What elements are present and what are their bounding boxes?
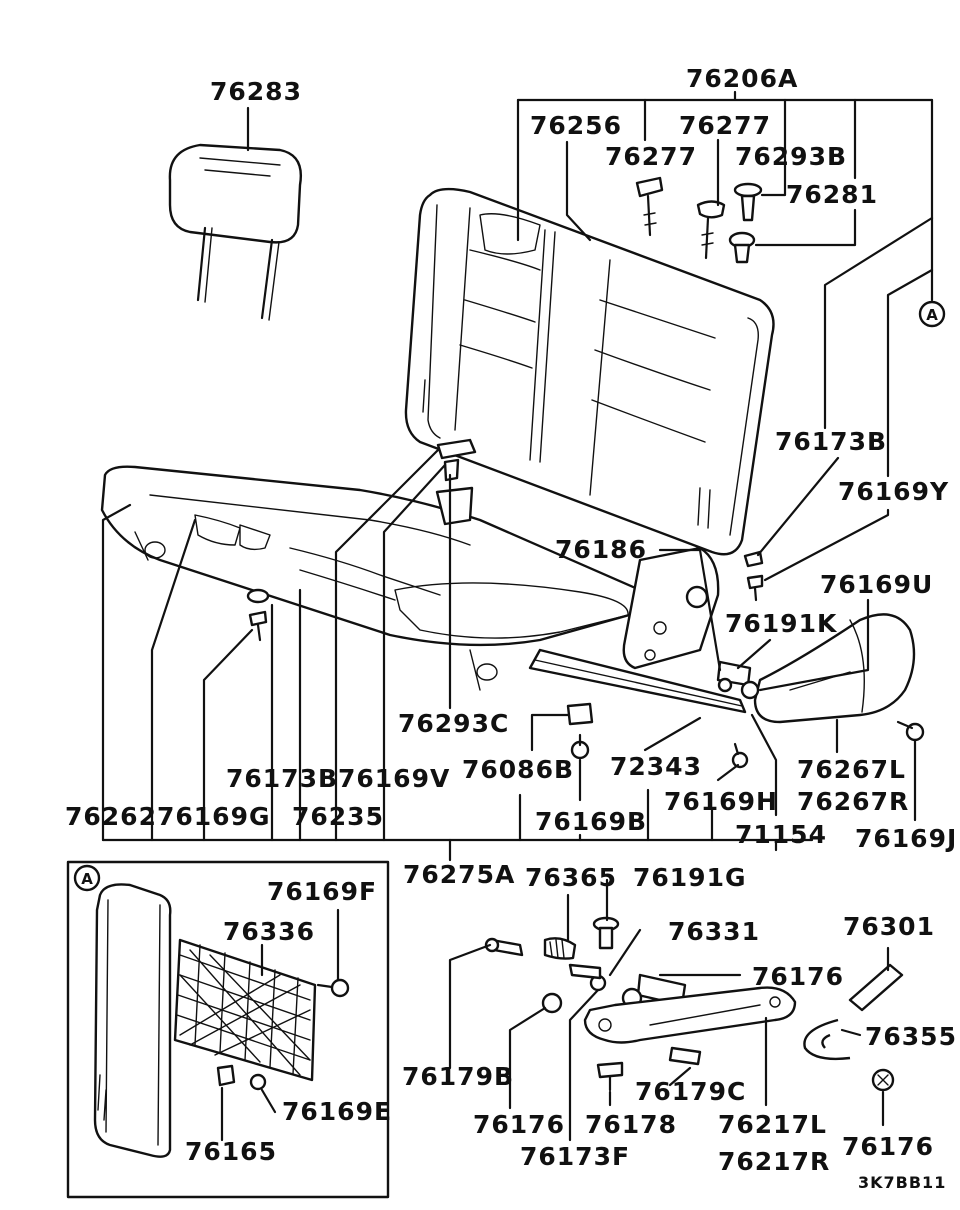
label-76169Y: 76169Y bbox=[838, 477, 949, 506]
label-76179B: 76179B bbox=[402, 1062, 514, 1091]
inset-a-frame bbox=[66, 860, 390, 1199]
callout-a-inset: A bbox=[73, 864, 101, 892]
svg-text:A: A bbox=[926, 306, 938, 324]
label-76283: 76283 bbox=[210, 77, 302, 106]
label-76293C: 76293C bbox=[398, 709, 509, 738]
fastener-76173B-left bbox=[246, 588, 270, 604]
label-76206A: 76206A bbox=[686, 64, 798, 93]
label-76217R: 76217R bbox=[718, 1147, 830, 1176]
label-ref-code: 3K7BB11 bbox=[858, 1173, 946, 1192]
fastener-76277-b bbox=[696, 200, 726, 260]
clip-76178 bbox=[596, 1061, 624, 1092]
label-76267R: 76267R bbox=[797, 787, 909, 816]
label-76169U: 76169U bbox=[820, 570, 933, 599]
fastener-76169Y bbox=[746, 574, 764, 602]
clip-76176-c bbox=[871, 1068, 895, 1092]
label-76275A: 76275A bbox=[403, 860, 515, 889]
label-76256: 76256 bbox=[530, 111, 622, 140]
label-76169F: 76169F bbox=[267, 877, 377, 906]
label-76179C: 76179C bbox=[635, 1077, 746, 1106]
label-76365: 76365 bbox=[525, 863, 617, 892]
label-76217L: 76217L bbox=[718, 1110, 827, 1139]
label-76191G: 76191G bbox=[633, 863, 747, 892]
hook-76355 bbox=[803, 1018, 851, 1061]
label-76331: 76331 bbox=[668, 917, 760, 946]
spring-76365 bbox=[543, 937, 577, 960]
fastener-76169H bbox=[731, 742, 749, 769]
washer-76331 bbox=[568, 963, 607, 992]
label-76173B-right: 76173B bbox=[775, 427, 887, 456]
label-76301: 76301 bbox=[843, 912, 935, 941]
fastener-76191K bbox=[716, 660, 760, 700]
svg-text:A: A bbox=[81, 870, 93, 888]
label-76293B: 76293B bbox=[735, 142, 847, 171]
label-76173F: 76173F bbox=[520, 1142, 630, 1171]
label-76281: 76281 bbox=[786, 180, 878, 209]
label-76355: 76355 bbox=[865, 1022, 957, 1051]
headrest-part bbox=[168, 143, 302, 321]
label-76169H: 76169H bbox=[664, 787, 778, 816]
part-labels: 76283 76206A 76256 76277 76277 76293B 76… bbox=[65, 64, 957, 1192]
clip-76176-b bbox=[541, 992, 563, 1014]
label-76176-c: 76176 bbox=[842, 1132, 934, 1161]
label-76277-b: 76277 bbox=[605, 142, 697, 171]
fastener-76293B bbox=[733, 182, 763, 222]
bracket-76217 bbox=[583, 986, 797, 1044]
pin-76179B bbox=[484, 937, 524, 957]
seat-back-part bbox=[404, 187, 775, 556]
label-76277-a: 76277 bbox=[679, 111, 771, 140]
label-76169E: 76169E bbox=[282, 1097, 392, 1126]
label-76169G: 76169G bbox=[157, 802, 271, 831]
fastener-76293C bbox=[435, 438, 477, 526]
fastener-76169J bbox=[896, 720, 925, 742]
label-76176-a: 76176 bbox=[752, 962, 844, 991]
label-76176-b: 76176 bbox=[473, 1110, 565, 1139]
label-76169V: 76169V bbox=[338, 764, 450, 793]
callout-a: A bbox=[918, 300, 946, 328]
label-76169B: 76169B bbox=[535, 807, 647, 836]
hinge-bracket-part bbox=[528, 546, 747, 714]
fastener-76277-a bbox=[635, 176, 664, 237]
label-76336: 76336 bbox=[223, 917, 315, 946]
bolt-76191G bbox=[592, 916, 620, 950]
fastener-76086B bbox=[566, 702, 594, 726]
label-71154: 71154 bbox=[735, 820, 827, 849]
fastener-76169B bbox=[570, 733, 590, 760]
fastener-76281 bbox=[728, 231, 756, 264]
label-76165: 76165 bbox=[185, 1137, 277, 1166]
label-76262: 76262 bbox=[65, 802, 157, 831]
label-72343: 72343 bbox=[610, 752, 702, 781]
label-76178: 76178 bbox=[585, 1110, 677, 1139]
pin-76179C bbox=[668, 1046, 702, 1066]
label-76186: 76186 bbox=[555, 535, 647, 564]
label-76191K: 76191K bbox=[725, 609, 838, 638]
label-76173B-left: 76173B bbox=[226, 764, 338, 793]
label-76169J: 76169J bbox=[855, 824, 957, 853]
leader-lines bbox=[101, 90, 934, 1142]
label-76267L: 76267L bbox=[797, 755, 906, 784]
tube-76301 bbox=[848, 963, 904, 1012]
fastener-76169G bbox=[248, 610, 268, 642]
label-76086B: 76086B bbox=[462, 755, 574, 784]
label-76235: 76235 bbox=[292, 802, 384, 831]
